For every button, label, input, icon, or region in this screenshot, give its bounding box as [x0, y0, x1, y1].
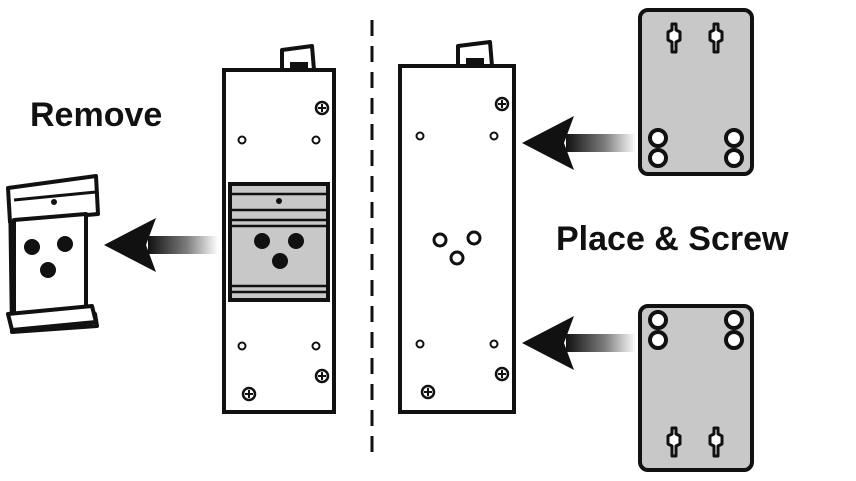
screw-icon [314, 100, 330, 116]
screw-icon [241, 386, 257, 402]
screw-icon [494, 96, 510, 112]
screw-icon [420, 384, 436, 400]
din-rail-clip-icon [6, 174, 100, 334]
place-and-screw-label: Place & Screw [556, 220, 789, 258]
remove-arrow-icon [104, 218, 218, 272]
wall-mount-plate-icon [638, 304, 754, 472]
device-with-din-clip [222, 44, 336, 414]
place-arrow-top-icon [522, 116, 636, 170]
place-arrow-bottom-icon [522, 316, 636, 370]
remove-label: Remove [30, 96, 163, 134]
screw-icon [314, 368, 330, 384]
device-wall-mount [398, 40, 516, 414]
wall-mount-plate-icon [638, 8, 754, 176]
screw-icon [494, 366, 510, 382]
